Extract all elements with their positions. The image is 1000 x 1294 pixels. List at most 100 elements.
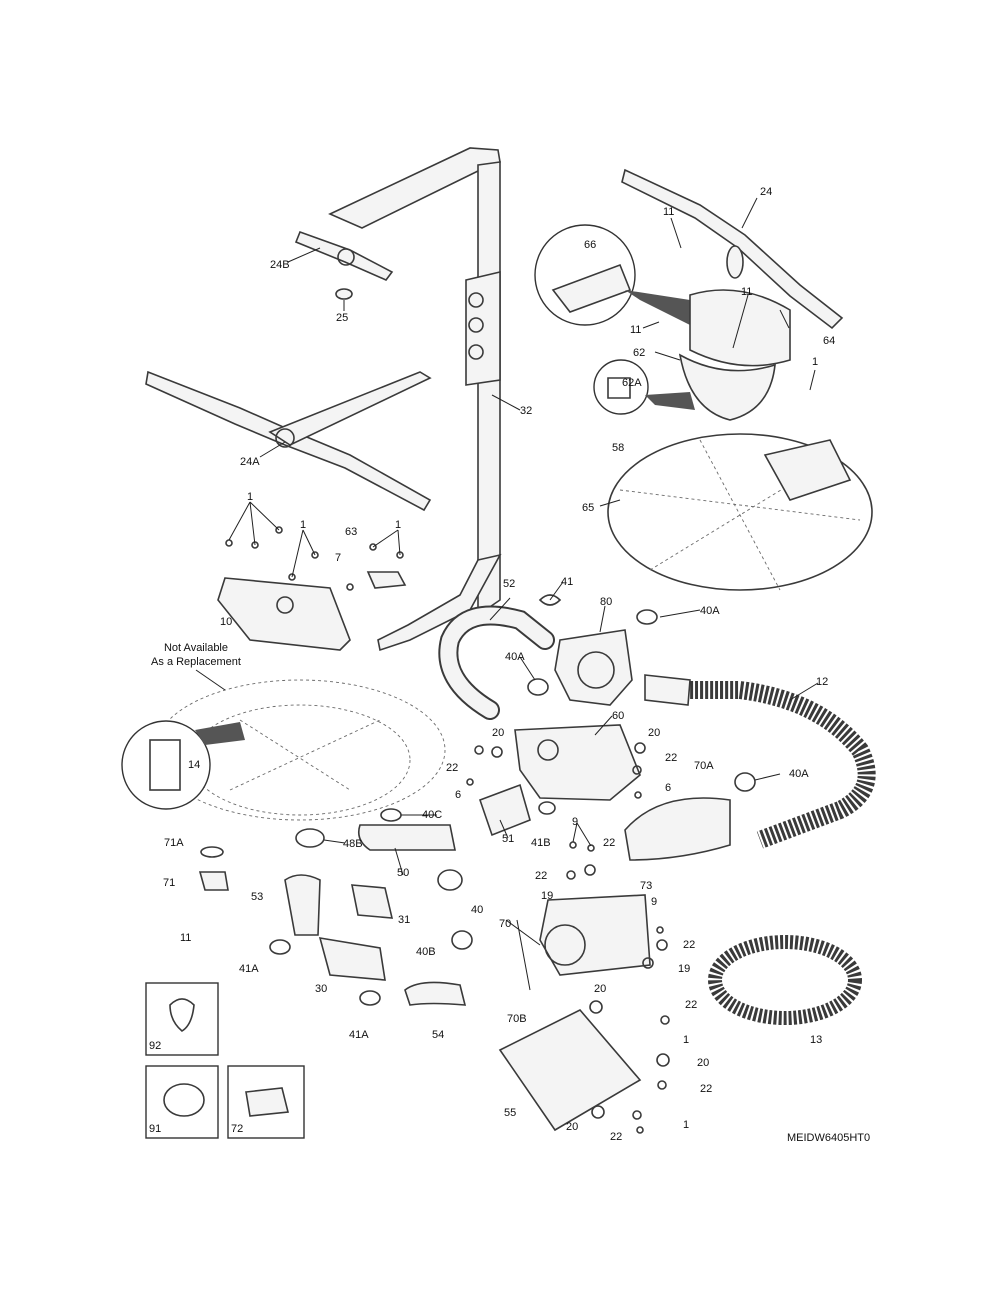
callout-19-a[interactable]: 19 bbox=[541, 890, 553, 902]
callout-48B[interactable]: 48B bbox=[343, 838, 363, 850]
callout-6-b[interactable]: 6 bbox=[665, 782, 671, 794]
callout-1-a[interactable]: 1 bbox=[812, 356, 818, 368]
callout-9-b[interactable]: 9 bbox=[651, 896, 657, 908]
callout-1-b[interactable]: 1 bbox=[247, 491, 253, 503]
part-31-cover[interactable] bbox=[351, 884, 394, 919]
callout-91[interactable]: 91 bbox=[149, 1123, 161, 1135]
callout-22-d[interactable]: 22 bbox=[535, 870, 547, 882]
callout-25[interactable]: 25 bbox=[336, 312, 348, 324]
callout-58[interactable]: 58 bbox=[612, 442, 624, 454]
callout-20-e[interactable]: 20 bbox=[566, 1121, 578, 1133]
callout-53[interactable]: 53 bbox=[251, 891, 263, 903]
part-52-hose[interactable] bbox=[438, 605, 555, 720]
callout-63[interactable]: 63 bbox=[345, 526, 357, 538]
callout-51[interactable]: 51 bbox=[502, 833, 514, 845]
callout-1-e[interactable]: 1 bbox=[683, 1034, 689, 1046]
part-54-hose[interactable] bbox=[404, 981, 467, 1006]
callout-50[interactable]: 50 bbox=[397, 867, 409, 879]
callout-11-a[interactable]: 11 bbox=[663, 206, 674, 218]
callout-13[interactable]: 13 bbox=[810, 1034, 822, 1046]
inset-91-grommet[interactable] bbox=[145, 1065, 219, 1139]
callout-22-c[interactable]: 22 bbox=[603, 837, 615, 849]
callout-62A[interactable]: 62A bbox=[622, 377, 642, 389]
callout-54[interactable]: 54 bbox=[432, 1029, 444, 1041]
part-70A-duct[interactable] bbox=[624, 797, 731, 861]
callout-22-h[interactable]: 22 bbox=[610, 1131, 622, 1143]
callout-80[interactable]: 80 bbox=[600, 596, 612, 608]
callout-73[interactable]: 73 bbox=[640, 880, 652, 892]
callout-41A-b[interactable]: 41A bbox=[349, 1029, 369, 1041]
callout-22-a[interactable]: 22 bbox=[446, 762, 458, 774]
part-51-hose[interactable] bbox=[478, 783, 531, 837]
inset-92-clamp[interactable] bbox=[145, 982, 219, 1056]
callout-71[interactable]: 71 bbox=[163, 877, 175, 889]
callout-92[interactable]: 92 bbox=[149, 1040, 161, 1052]
callout-31[interactable]: 31 bbox=[398, 914, 410, 926]
callout-1-d[interactable]: 1 bbox=[395, 519, 401, 531]
callout-72[interactable]: 72 bbox=[231, 1123, 243, 1135]
callout-32[interactable]: 32 bbox=[520, 405, 532, 417]
part-80-drain-pump[interactable] bbox=[554, 629, 633, 706]
callout-24[interactable]: 24 bbox=[760, 186, 772, 198]
part-12-drain-hose[interactable] bbox=[644, 674, 876, 849]
callout-14[interactable]: 14 bbox=[188, 759, 200, 771]
part-13-drain-hose[interactable] bbox=[708, 935, 862, 1025]
callout-12[interactable]: 12 bbox=[816, 676, 828, 688]
part-25-nut[interactable] bbox=[335, 288, 353, 300]
callout-11-c[interactable]: 11 bbox=[741, 286, 752, 298]
callout-11-d[interactable]: 11 bbox=[180, 932, 191, 944]
callout-22-g[interactable]: 22 bbox=[700, 1083, 712, 1095]
part-62-filter-cup[interactable] bbox=[678, 353, 776, 421]
callout-20-d[interactable]: 20 bbox=[697, 1057, 709, 1069]
callout-1-c[interactable]: 1 bbox=[300, 519, 306, 531]
part-63-bracket[interactable] bbox=[366, 571, 407, 589]
part-53-hose[interactable] bbox=[284, 874, 321, 936]
inset-72-module[interactable] bbox=[227, 1065, 305, 1139]
part-40A-clamp-b[interactable] bbox=[527, 678, 549, 696]
callout-41A-a[interactable]: 41A bbox=[239, 963, 259, 975]
part-65-filter-plate[interactable] bbox=[607, 433, 873, 591]
part-24-spray-arm[interactable] bbox=[621, 168, 844, 330]
callout-24A[interactable]: 24A bbox=[240, 456, 260, 468]
callout-20-b[interactable]: 20 bbox=[648, 727, 660, 739]
callout-9-a[interactable]: 9 bbox=[572, 816, 578, 828]
part-10-manifold[interactable] bbox=[217, 577, 351, 651]
callout-22-f[interactable]: 22 bbox=[685, 999, 697, 1011]
callout-6-a[interactable]: 6 bbox=[455, 789, 461, 801]
part-50-hose[interactable] bbox=[357, 824, 456, 851]
callout-55[interactable]: 55 bbox=[504, 1107, 516, 1119]
part-64-filter-housing[interactable] bbox=[689, 289, 791, 367]
callout-22-e[interactable]: 22 bbox=[683, 939, 695, 951]
callout-40A-a[interactable]: 40A bbox=[700, 605, 720, 617]
part-71-thermostat[interactable] bbox=[198, 846, 229, 891]
clamp-group[interactable] bbox=[269, 801, 556, 1006]
callout-40A-c[interactable]: 40A bbox=[789, 768, 809, 780]
part-40A-clamp-c[interactable] bbox=[734, 772, 756, 792]
callout-71A[interactable]: 71A bbox=[164, 837, 184, 849]
part-40A-clamp-a[interactable] bbox=[636, 609, 658, 625]
part-32-feed-tube[interactable] bbox=[328, 147, 502, 652]
inset-62A-filter-part[interactable] bbox=[593, 359, 695, 415]
part-30-heater[interactable] bbox=[318, 937, 386, 981]
callout-40C[interactable]: 40C bbox=[422, 809, 442, 821]
callout-20-c[interactable]: 20 bbox=[594, 983, 606, 995]
callout-1-f[interactable]: 1 bbox=[683, 1119, 689, 1131]
callout-41[interactable]: 41 bbox=[561, 576, 573, 588]
callout-40A-b[interactable]: 40A bbox=[505, 651, 525, 663]
inset-14-gasket[interactable] bbox=[121, 720, 245, 810]
callout-62[interactable]: 62 bbox=[633, 347, 645, 359]
callout-41B[interactable]: 41B bbox=[531, 837, 551, 849]
part-60-valve-housing[interactable] bbox=[514, 724, 641, 801]
callout-40B[interactable]: 40B bbox=[416, 946, 436, 958]
callout-10[interactable]: 10 bbox=[220, 616, 232, 628]
callout-19-b[interactable]: 19 bbox=[678, 963, 690, 975]
callout-66[interactable]: 66 bbox=[584, 239, 596, 251]
callout-64[interactable]: 64 bbox=[823, 335, 835, 347]
part-24A-spray-arm[interactable] bbox=[145, 370, 432, 512]
callout-70A[interactable]: 70A bbox=[694, 760, 714, 772]
part-24B-spray-arm[interactable] bbox=[294, 230, 394, 281]
callout-60[interactable]: 60 bbox=[612, 710, 624, 722]
part-55-base[interactable] bbox=[498, 1009, 642, 1132]
callout-7[interactable]: 7 bbox=[335, 552, 341, 564]
callout-20-a[interactable]: 20 bbox=[492, 727, 504, 739]
